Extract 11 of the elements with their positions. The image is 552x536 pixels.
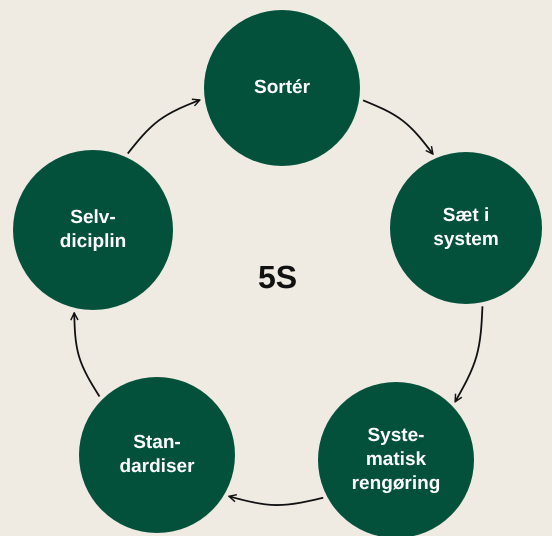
center-title: 5S — [258, 259, 298, 296]
step-label: Sortér — [253, 76, 311, 100]
arrow — [70, 312, 100, 398]
arrow — [228, 494, 324, 506]
arrow — [362, 99, 434, 155]
step-label: Stan-dardiser — [118, 431, 196, 479]
step-label: Selv-diciplin — [58, 206, 128, 254]
arrow — [127, 98, 201, 154]
step-label: Syste-matisk rengøring — [350, 424, 442, 496]
step-label: Sæt i system — [432, 204, 500, 252]
arrow — [454, 306, 484, 402]
